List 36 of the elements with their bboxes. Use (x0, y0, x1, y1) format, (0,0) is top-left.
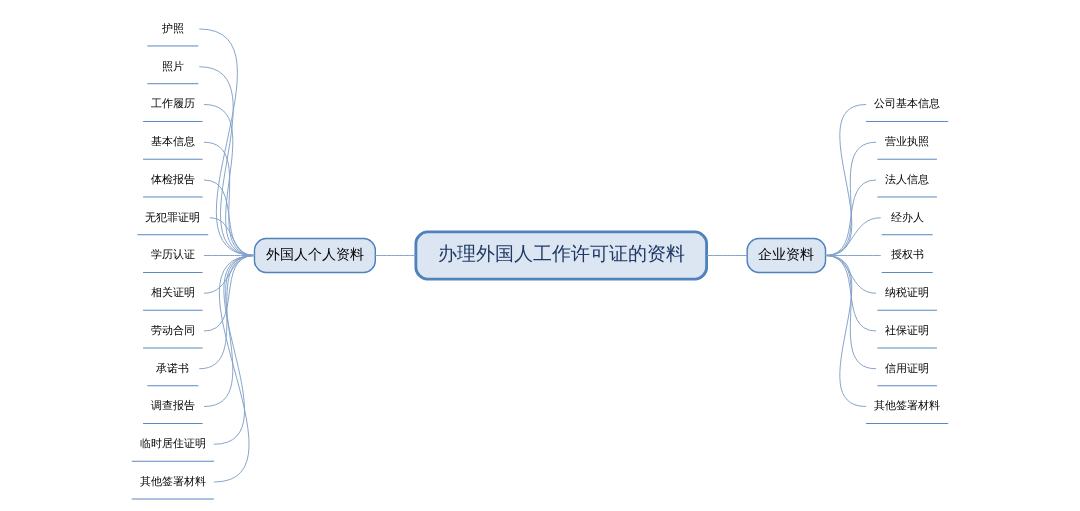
node-text: 信用证明 (885, 360, 930, 375)
connector (198, 66, 255, 256)
connector (374, 255, 417, 256)
node-text: 调查报告 (150, 398, 195, 413)
node-text: 学历认证 (150, 247, 195, 262)
node-text: 经办人 (890, 209, 924, 224)
node-text: 临时居住证明 (139, 436, 206, 451)
node-text: 公司基本信息 (874, 96, 941, 111)
node-text: 照片 (161, 58, 184, 73)
connector (825, 141, 877, 256)
node-box: 企业资料 (746, 237, 827, 274)
node-text: 纳税证明 (885, 285, 930, 300)
node-text: 其他签署材料 (874, 398, 941, 413)
node-text: 其他签署材料 (139, 473, 206, 488)
connector (203, 179, 255, 256)
connector (213, 255, 255, 483)
node-text: 劳动合同 (150, 322, 195, 337)
connector (198, 28, 255, 256)
node-text: 社保证明 (885, 322, 930, 337)
node-text: 体检报告 (150, 171, 195, 186)
connector (825, 255, 867, 407)
node-text: 基本信息 (150, 134, 195, 149)
node-text: 工作履历 (150, 96, 195, 111)
node-text: 相关证明 (150, 285, 195, 300)
connector (203, 141, 255, 256)
node-text: 法人信息 (885, 171, 930, 186)
node-box: 办理外国人工作许可证的资料 (414, 230, 708, 281)
node-box: 外国人个人资料 (253, 237, 376, 274)
connector (825, 179, 877, 256)
node-text: 授权书 (890, 247, 924, 262)
node-text: 护照 (161, 20, 184, 35)
connector (203, 104, 255, 256)
connector (706, 255, 748, 256)
node-text: 营业执照 (885, 134, 930, 149)
node-text: 承诺书 (156, 360, 190, 375)
node-text: 无犯罪证明 (145, 209, 201, 224)
